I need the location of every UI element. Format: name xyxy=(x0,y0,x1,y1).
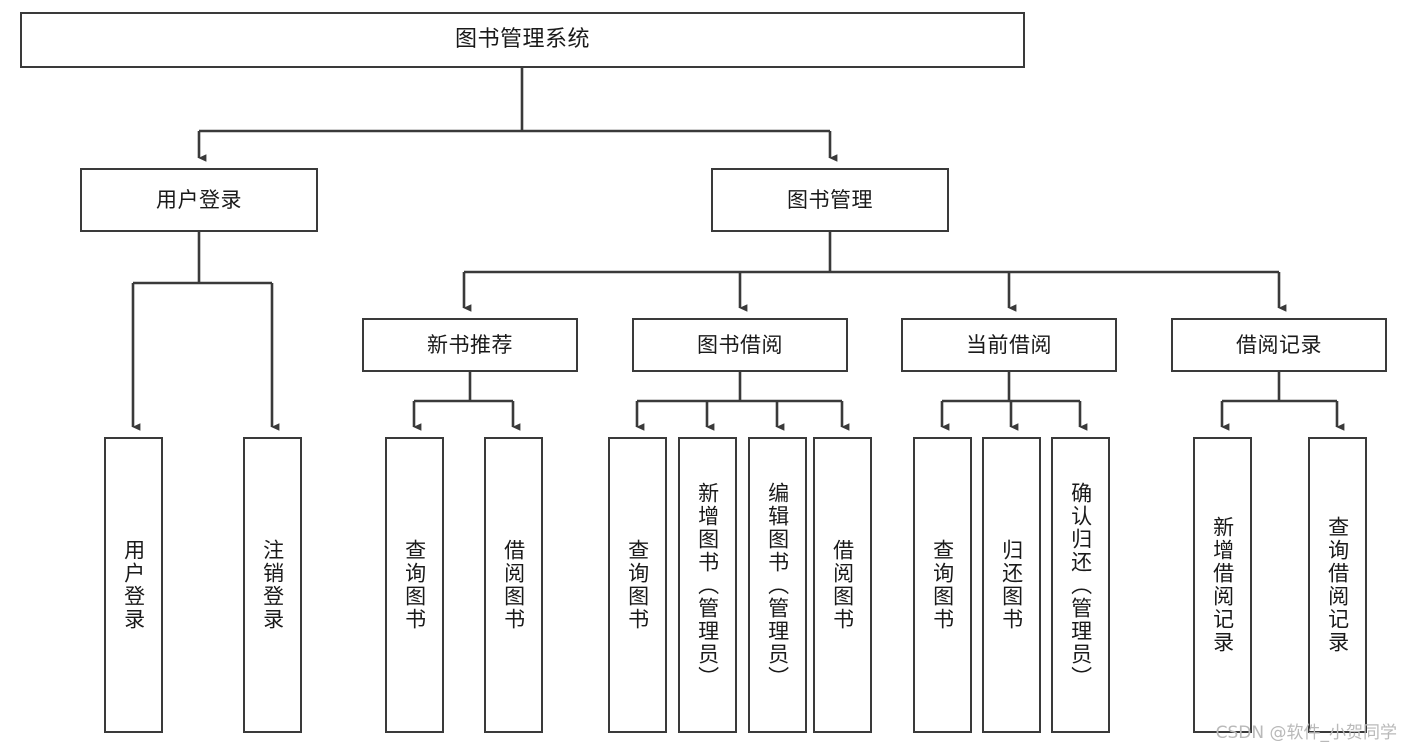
node-label: 归还图书 xyxy=(999,539,1024,631)
csdn-watermark: CSDN @软件_小贺同学 xyxy=(1215,723,1397,743)
node-label: 确认归还（管理员） xyxy=(1068,481,1093,689)
node-label: 查询图书 xyxy=(625,539,650,631)
node-label: 用户登录 xyxy=(156,187,242,212)
node-user-login[interactable]: 用户登录 xyxy=(80,168,318,232)
leaf-edit-book[interactable]: 编辑图书（管理员） xyxy=(748,437,807,733)
node-label: 查询借阅记录 xyxy=(1325,516,1350,654)
leaf-user-login[interactable]: 用户登录 xyxy=(104,437,163,733)
node-label: 当前借阅 xyxy=(966,332,1052,357)
leaf-add-borrow-record[interactable]: 新增借阅记录 xyxy=(1193,437,1252,733)
node-label: 借阅记录 xyxy=(1236,332,1322,357)
leaf-query-book-current[interactable]: 查询图书 xyxy=(913,437,972,733)
node-label: 查询图书 xyxy=(930,539,955,631)
leaf-return-book[interactable]: 归还图书 xyxy=(982,437,1041,733)
leaf-confirm-return[interactable]: 确认归还（管理员） xyxy=(1051,437,1110,733)
node-label: 新增借阅记录 xyxy=(1210,516,1235,654)
leaf-borrow-book[interactable]: 借阅图书 xyxy=(813,437,872,733)
leaf-query-book-recommend[interactable]: 查询图书 xyxy=(385,437,444,733)
node-borrow-record[interactable]: 借阅记录 xyxy=(1171,318,1387,372)
leaf-borrow-book-recommend[interactable]: 借阅图书 xyxy=(484,437,543,733)
node-label: 图书借阅 xyxy=(697,332,783,357)
node-root-system[interactable]: 图书管理系统 xyxy=(20,12,1025,68)
node-book-management[interactable]: 图书管理 xyxy=(711,168,949,232)
node-current-borrow[interactable]: 当前借阅 xyxy=(901,318,1117,372)
leaf-query-borrow-record[interactable]: 查询借阅记录 xyxy=(1308,437,1367,733)
node-label: 新书推荐 xyxy=(427,332,513,357)
node-label: 编辑图书（管理员） xyxy=(765,481,790,689)
node-label: 借阅图书 xyxy=(830,539,855,631)
node-new-book-recommend[interactable]: 新书推荐 xyxy=(362,318,578,372)
node-label: 新增图书（管理员） xyxy=(695,481,720,689)
node-label: 图书管理系统 xyxy=(454,27,590,53)
node-label: 注销登录 xyxy=(260,539,285,631)
leaf-query-book-borrow[interactable]: 查询图书 xyxy=(608,437,667,733)
leaf-add-book[interactable]: 新增图书（管理员） xyxy=(678,437,737,733)
leaf-logout-login[interactable]: 注销登录 xyxy=(243,437,302,733)
node-label: 查询图书 xyxy=(402,539,427,631)
node-book-borrow[interactable]: 图书借阅 xyxy=(632,318,848,372)
node-label: 图书管理 xyxy=(787,187,873,212)
node-label: 借阅图书 xyxy=(501,539,526,631)
node-label: 用户登录 xyxy=(121,539,146,631)
